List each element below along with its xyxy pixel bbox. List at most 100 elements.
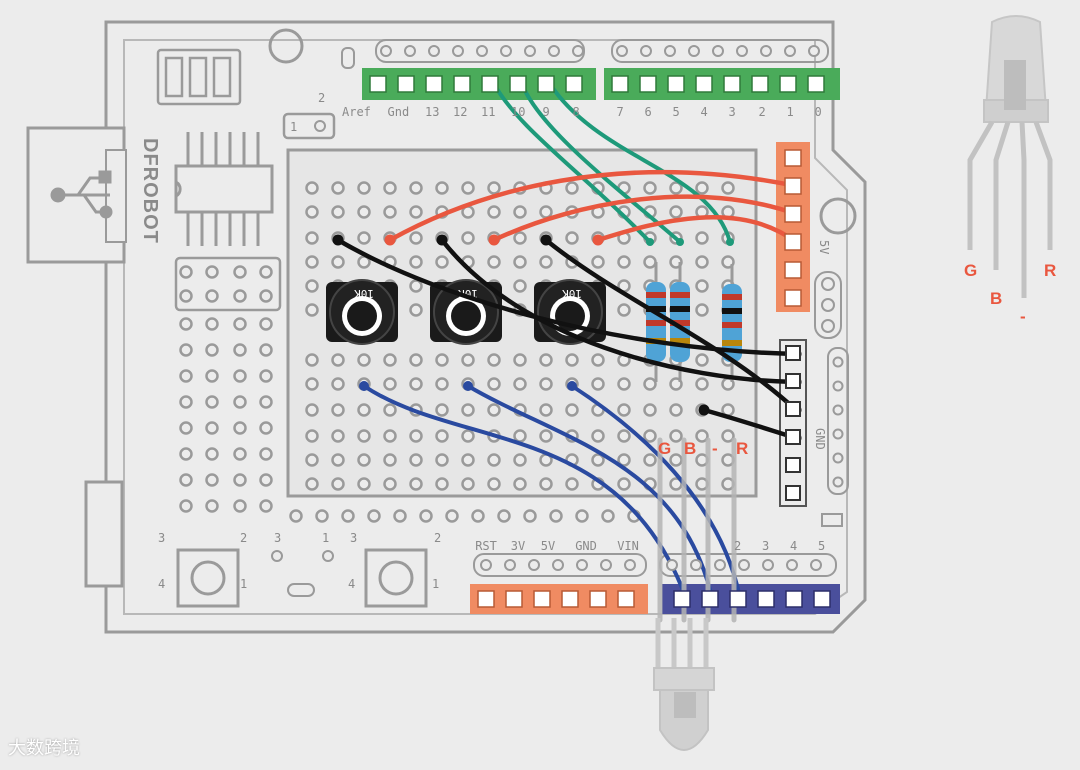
proto-hole [487,453,501,467]
power-socket [561,590,579,608]
digital-pin-label: 3 [729,105,736,119]
resistor-band [722,294,742,300]
proto-hole [331,453,345,467]
analog-socket [813,590,831,608]
left-hole [179,395,193,409]
blue-wire-pot3 [570,384,742,600]
analog-pin-hole [738,559,750,571]
proto-hole [539,377,553,391]
proto-hole [513,255,527,269]
wire-end [359,381,369,391]
proto-hole [487,205,501,219]
button-pin-number: 2 [434,531,441,545]
proto-hole [461,429,475,443]
dip-chip [174,132,274,246]
edge-hole [832,404,844,416]
blue-wire-pot2 [466,384,714,600]
header-pin-hole [688,45,700,57]
side-hole [821,277,835,291]
proto-hole [409,453,423,467]
wire-end [726,238,734,246]
proto-hole [461,353,475,367]
analog-pin-label: 3 [762,539,769,553]
five-v-socket [784,233,802,251]
five-v-socket [784,261,802,279]
proto-hole [565,353,579,367]
digital-pin-socket [611,75,629,93]
proto-hole [643,377,657,391]
proto-hole [409,279,423,293]
digital-pin-socket [425,75,443,93]
proto-hole [591,377,605,391]
proto-hole [549,509,563,523]
proto-hole [435,377,449,391]
resistor-band [646,320,666,326]
header-pin-hole [572,45,584,57]
left-hole [205,369,219,383]
proto-hole [305,279,319,293]
proto-hole [331,255,345,269]
analog-pin-hole [810,559,822,571]
proto-hole [695,303,709,317]
proto-hole [383,205,397,219]
mounting-hole [268,28,304,64]
proto-hole [331,477,345,491]
proto-hole [435,353,449,367]
proto-hole [367,509,381,523]
edge-hole [832,428,844,440]
digital-pin-socket [695,75,713,93]
left-hole [205,499,219,513]
proto-hole [357,477,371,491]
header-pin-hole [760,45,772,57]
proto-hole [305,353,319,367]
header-pin-hole [808,45,820,57]
analog-socket [701,590,719,608]
wire-end [436,234,448,246]
header-pin-hole [548,45,560,57]
wire-end [488,234,500,246]
proto-hole [393,509,407,523]
led-leg-label: - [712,439,718,458]
analog-socket [729,590,747,608]
proto-hole [461,453,475,467]
proto-hole [435,453,449,467]
header-pin-hole [476,45,488,57]
proto-hole [695,279,709,293]
five-v-header-orange [776,142,810,312]
button-pin-number: 4 [158,577,165,591]
power-pin-label: RST [475,539,497,553]
left-hole [205,447,219,461]
left-hole [259,369,273,383]
left-hole [179,343,193,357]
header-hole [205,265,219,279]
proto-hole [513,205,527,219]
proto-hole [539,205,553,219]
wire-end [676,238,684,246]
digital-pin-label: 2 [759,105,766,119]
proto-hole [643,403,657,417]
led-leg-label: B [684,439,696,458]
proto-hole [305,205,319,219]
left-hole [233,447,247,461]
digital-pin-socket [751,75,769,93]
digital-pin-socket [369,75,387,93]
header-pin-hole [404,45,416,57]
proto-hole [487,255,501,269]
proto-hole [341,509,355,523]
pot-value-label: 10K [562,287,582,300]
resistor-band [722,308,742,314]
proto-hole [305,303,319,317]
proto-hole [487,377,501,391]
proto-hole [643,181,657,195]
proto-hole [357,181,371,195]
proto-hole [643,429,657,443]
left-hole [179,369,193,383]
orange-wire-pot2 [491,194,799,243]
pot-value-label: 10K [354,287,374,300]
gnd-header [779,339,807,507]
header-pin-hole [640,45,652,57]
teal-wire-pin11 [492,82,652,244]
gnd-socket [785,373,801,389]
left-hole [259,499,273,513]
proto-hole [669,205,683,219]
